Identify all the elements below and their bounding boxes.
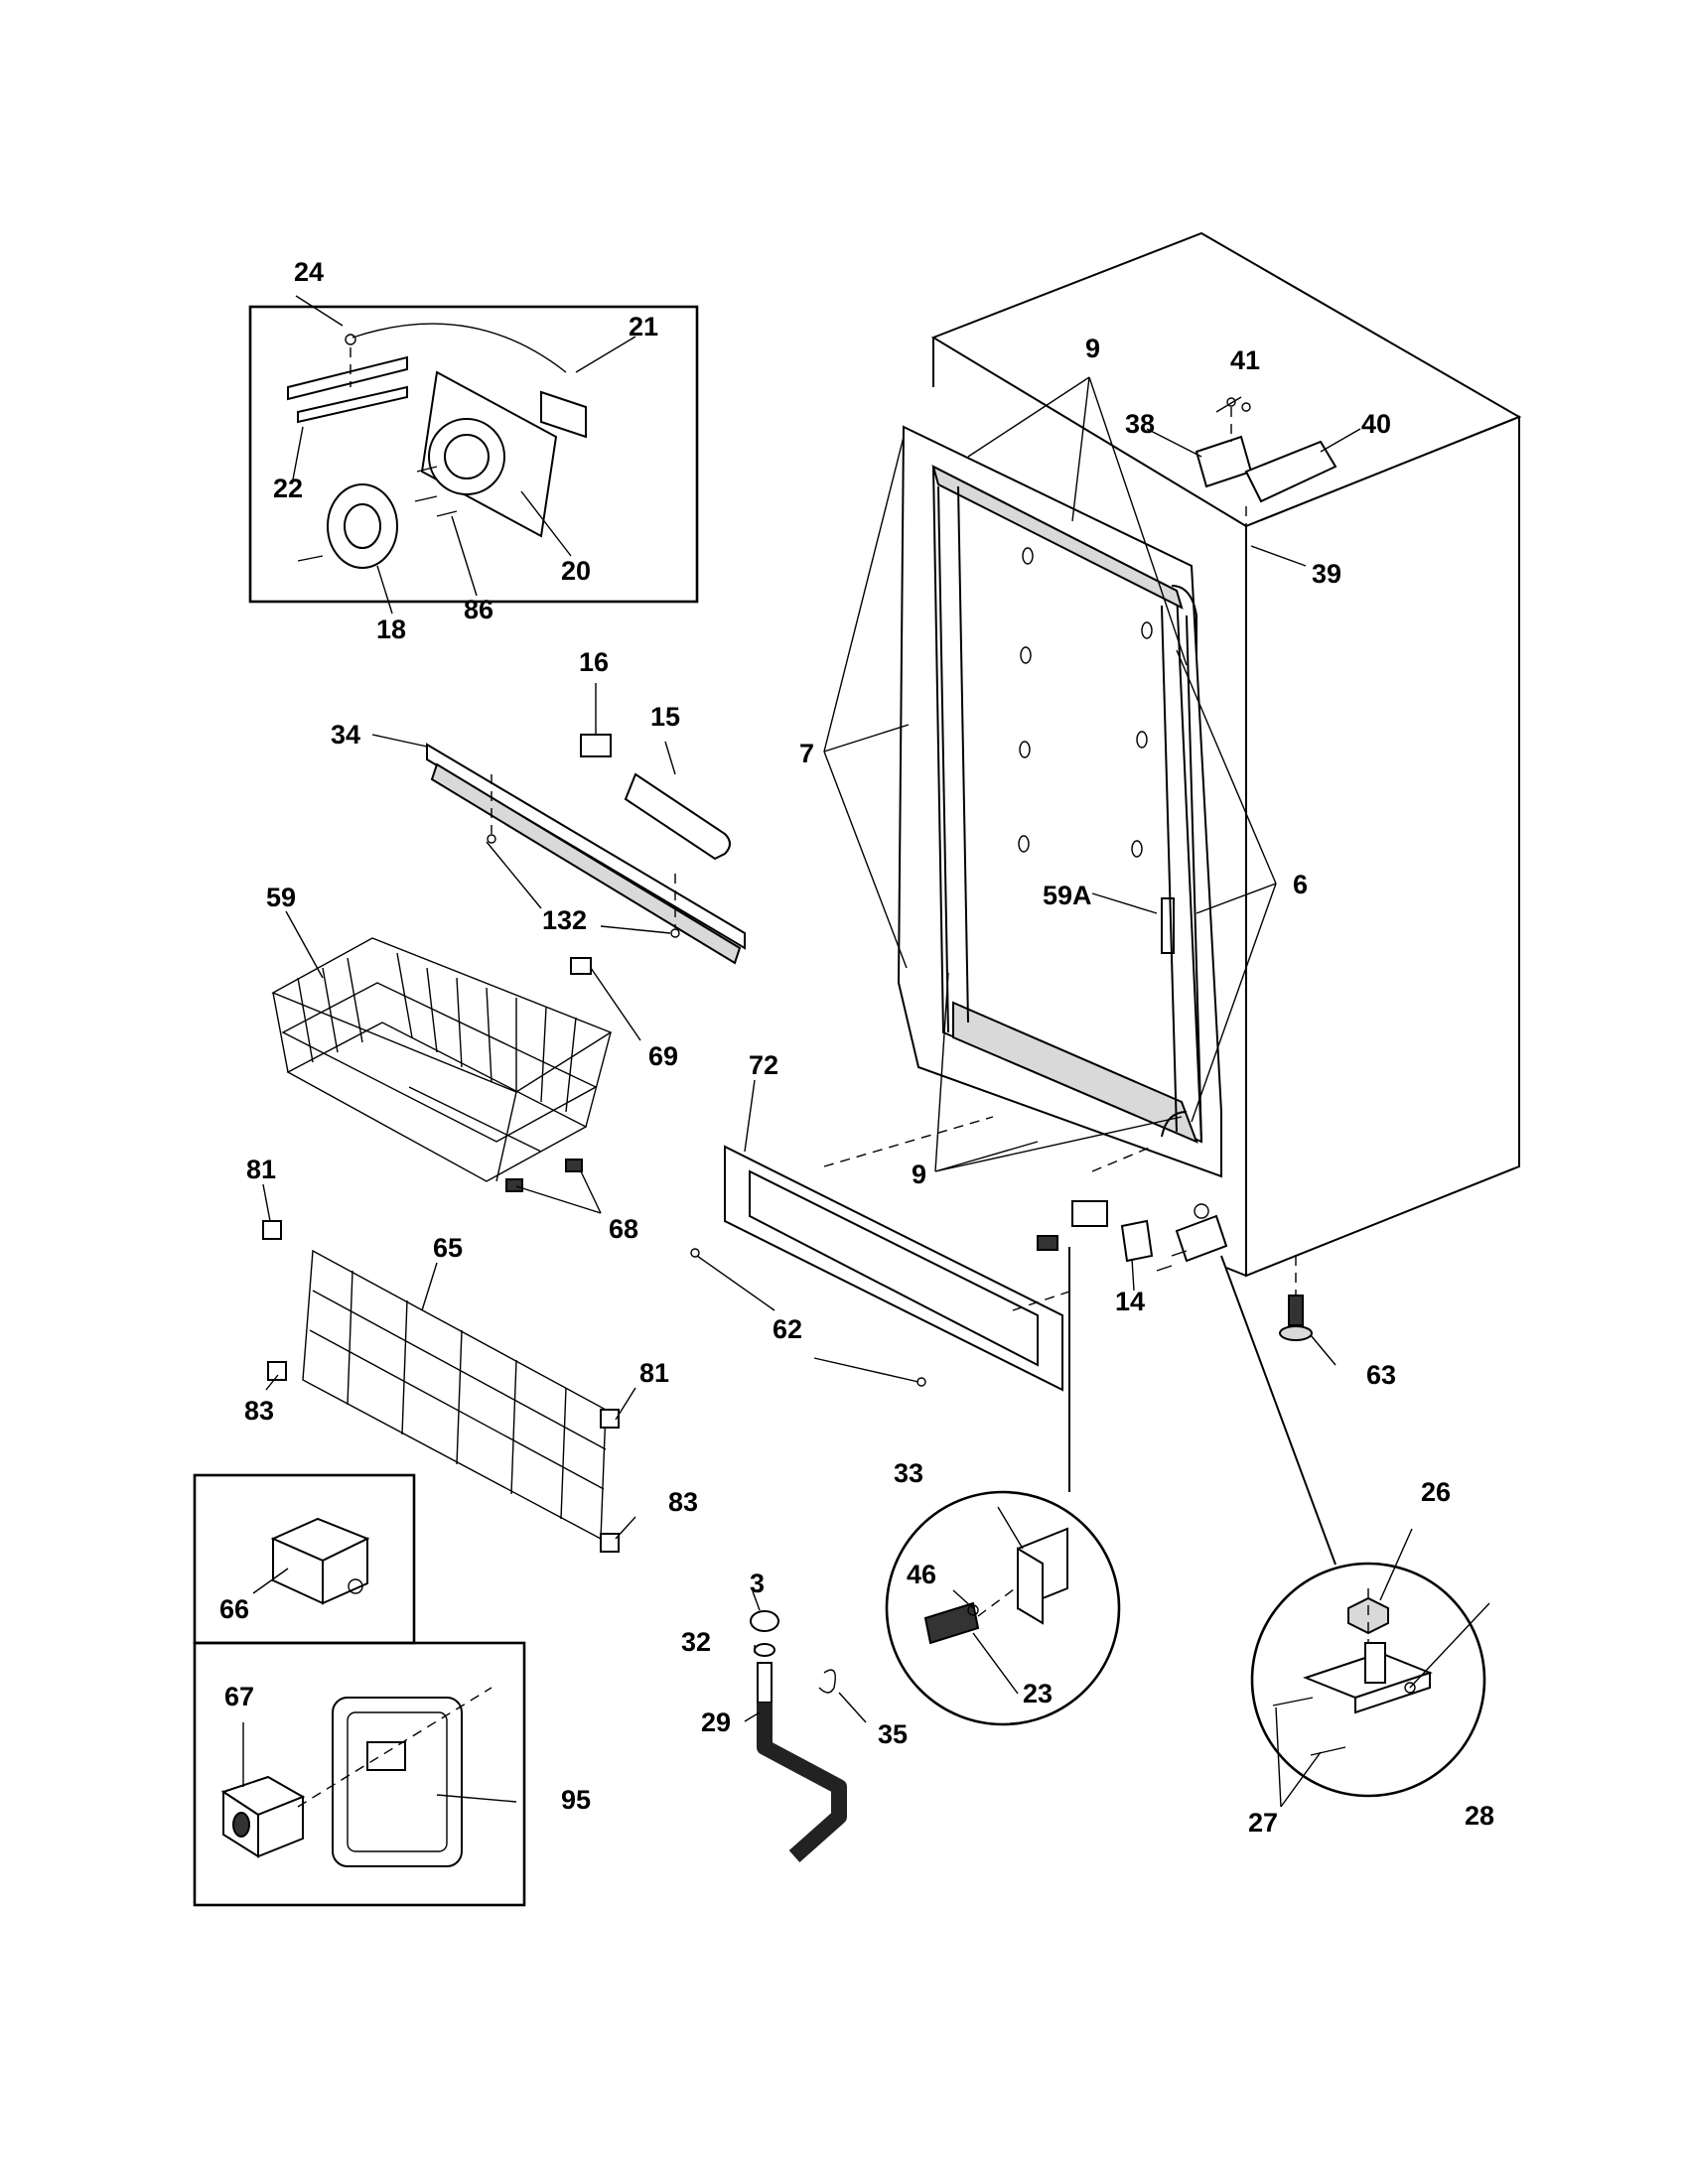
callout-15: 15 [650, 702, 680, 732]
freezer-cabinet [930, 231, 1522, 1278]
callout-24: 24 [294, 257, 324, 287]
callout-63: 63 [1366, 1360, 1396, 1390]
callout-66: 66 [219, 1594, 249, 1624]
callout-41: 41 [1230, 345, 1260, 375]
callout-34: 34 [331, 720, 360, 750]
callout-3: 3 [750, 1569, 765, 1598]
callout-72: 72 [749, 1050, 778, 1080]
leveling-leg-63 [1279, 1256, 1313, 1341]
callout-20: 20 [561, 556, 591, 586]
callout-62: 62 [773, 1314, 802, 1344]
callout-23: 23 [1023, 1679, 1053, 1708]
callout-46: 46 [907, 1560, 936, 1589]
bottom-hardware [1037, 1146, 1228, 1272]
callout-95: 95 [561, 1785, 591, 1815]
callout-81-right: 81 [639, 1358, 669, 1388]
switch-box-67-95 [193, 1641, 526, 1907]
callout-38: 38 [1125, 409, 1155, 439]
toe-grille-72 [690, 1116, 1073, 1392]
callout-83-right: 83 [668, 1487, 698, 1517]
shelf-light-assembly [426, 734, 746, 965]
wire-divider-65 [262, 1220, 620, 1553]
callout-21: 21 [629, 312, 658, 341]
callout-40: 40 [1361, 409, 1391, 439]
callout-65: 65 [433, 1233, 463, 1263]
detail-circle-switch [885, 1247, 1121, 1726]
callout-67: 67 [224, 1682, 254, 1711]
drain-assembly [750, 1610, 847, 1862]
callout-39: 39 [1312, 559, 1341, 589]
callout-86: 86 [464, 595, 493, 624]
callout-7: 7 [799, 739, 814, 768]
callout-32: 32 [681, 1627, 711, 1657]
callout-29: 29 [701, 1707, 731, 1737]
callout-68: 68 [609, 1214, 638, 1244]
callout-9-top: 9 [1085, 334, 1100, 363]
callout-6: 6 [1293, 870, 1308, 899]
leader-lines [242, 295, 1490, 1808]
callout-18: 18 [376, 614, 406, 644]
callout-labels: 24 21 22 20 18 86 16 15 34 132 59 69 68 … [219, 257, 1494, 1838]
callout-132: 132 [542, 905, 587, 935]
relay-box-66 [193, 1473, 416, 1645]
callout-69: 69 [648, 1041, 678, 1071]
callout-9-bottom: 9 [912, 1160, 926, 1189]
callout-83-left: 83 [244, 1396, 274, 1426]
handle-59a [1161, 897, 1175, 954]
callout-16: 16 [579, 647, 609, 677]
detail-circle-hinge [1220, 1255, 1486, 1798]
callout-28: 28 [1465, 1801, 1494, 1831]
callout-59a: 59A [1043, 881, 1092, 910]
top-hinge-assembly [1195, 397, 1337, 541]
callout-81-top: 81 [246, 1155, 276, 1184]
callout-26: 26 [1421, 1477, 1451, 1507]
callout-14: 14 [1115, 1287, 1145, 1316]
wire-basket-59 [271, 937, 613, 1192]
freezer-door [897, 425, 1222, 1178]
callout-22: 22 [273, 474, 303, 503]
callout-27: 27 [1248, 1808, 1278, 1838]
callout-33: 33 [894, 1458, 923, 1488]
evaporator-fan-box [248, 305, 699, 604]
callout-35: 35 [878, 1719, 908, 1749]
callout-59: 59 [266, 883, 296, 912]
